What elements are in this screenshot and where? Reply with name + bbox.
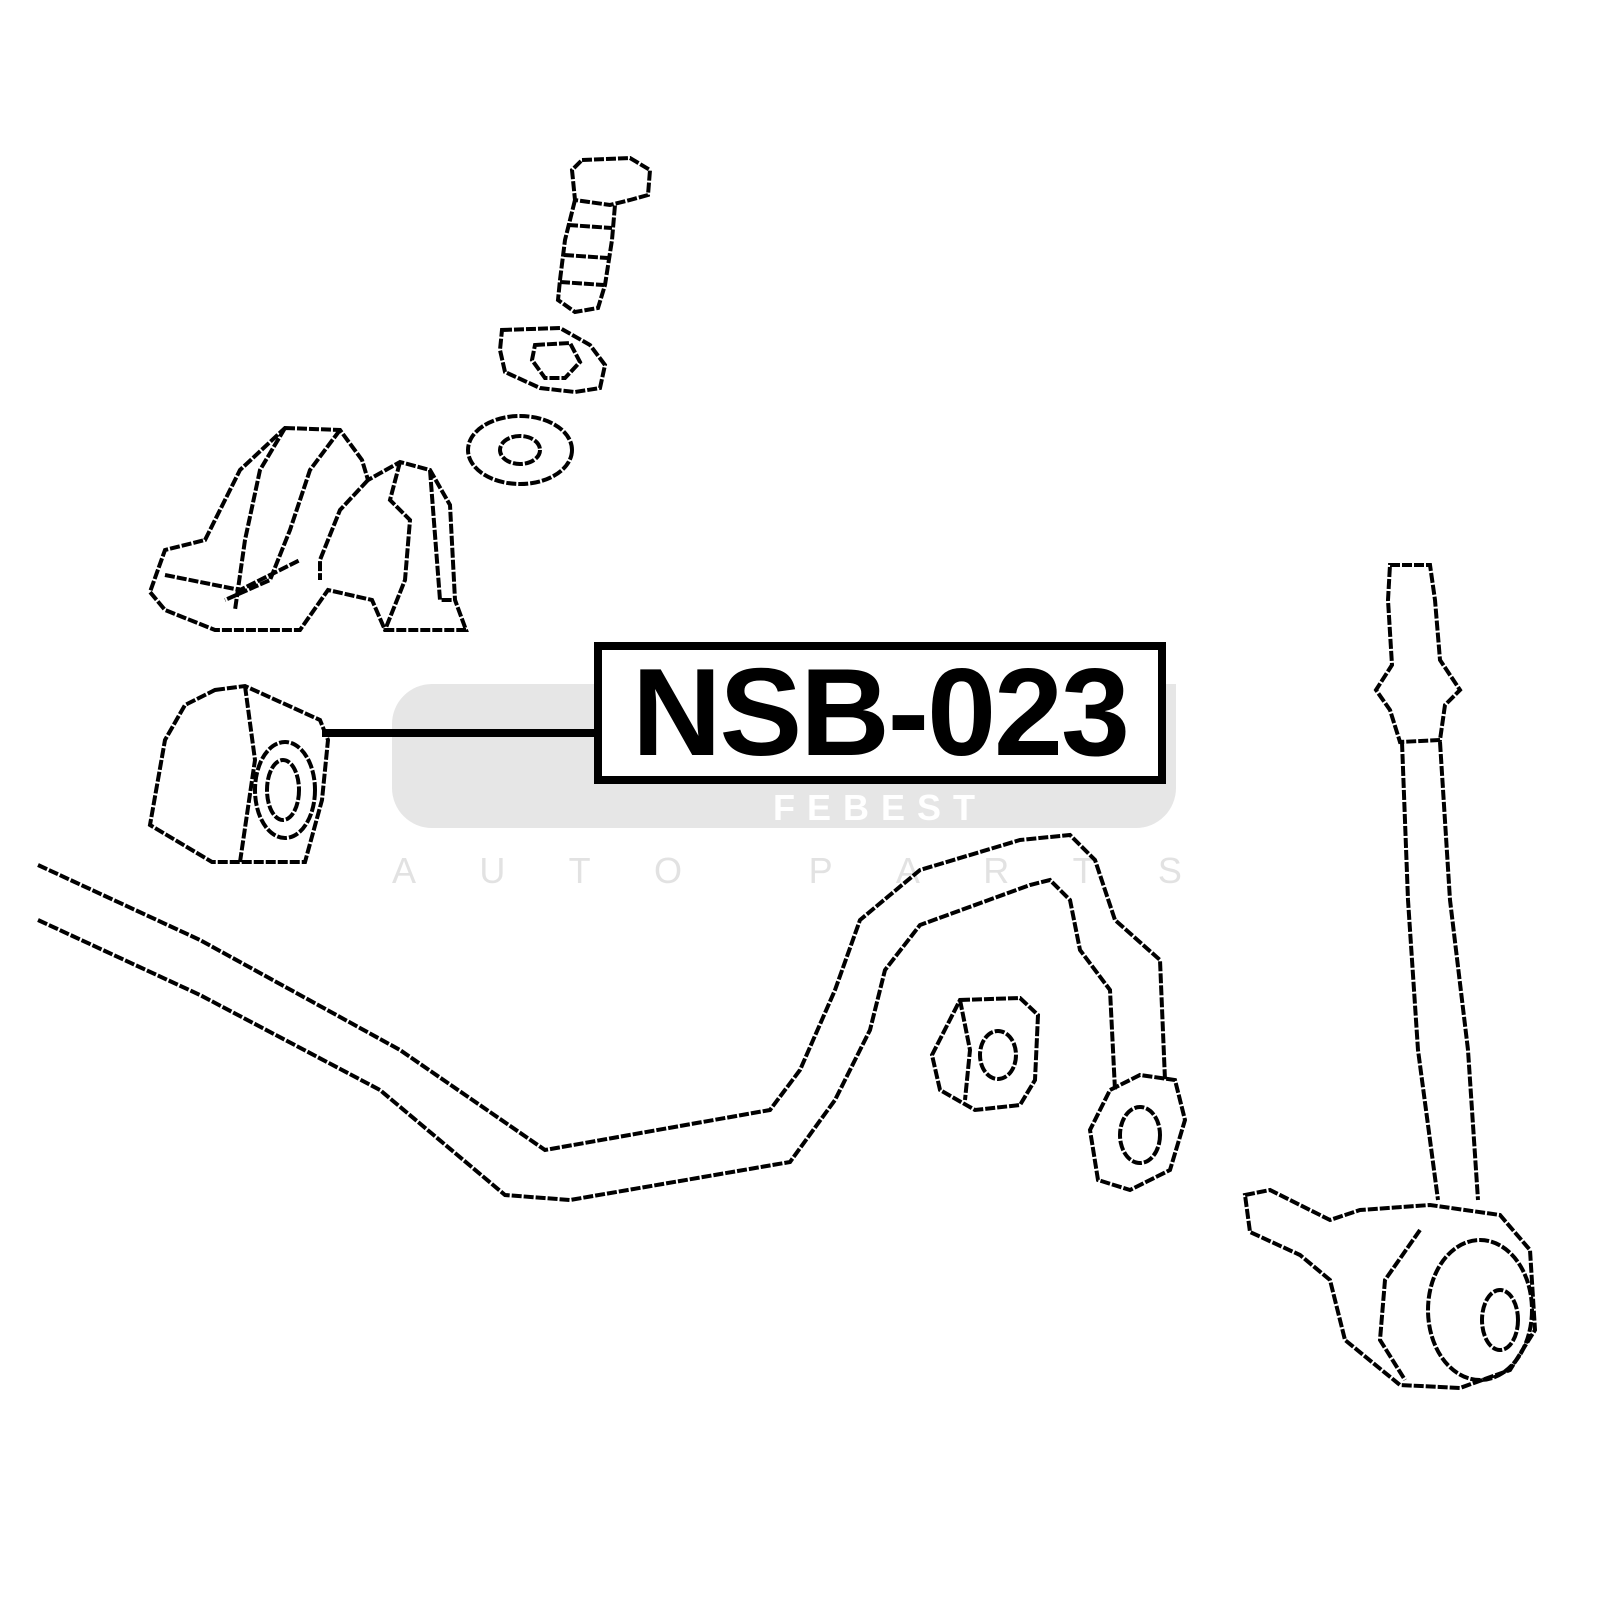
bar-end-bushing (1087, 1072, 1188, 1193)
part-number-label: NSB-023 (594, 642, 1166, 784)
tagline-letter: A (392, 850, 417, 891)
small-bushing (929, 995, 1041, 1113)
bushing-nsb-023 (147, 683, 331, 864)
tagline-letter: T (568, 850, 591, 891)
tagline-letter: S (1157, 850, 1182, 891)
tagline-letter: R (983, 850, 1010, 891)
tagline-letter: T (1072, 850, 1095, 891)
leader-line (322, 729, 596, 737)
bracket (147, 425, 469, 632)
washer (497, 325, 608, 395)
watermark-brand: FEBEST (772, 787, 987, 828)
stabilizer-link (1242, 563, 1538, 1391)
bolt (555, 155, 653, 315)
stabilizer-bar (37, 832, 1167, 1203)
tagline-letter: O (653, 850, 682, 891)
tagline-letter: U (479, 850, 506, 891)
tagline-letter: P (808, 850, 833, 891)
nut (466, 414, 574, 486)
part-number-text: NSB-023 (632, 644, 1130, 782)
